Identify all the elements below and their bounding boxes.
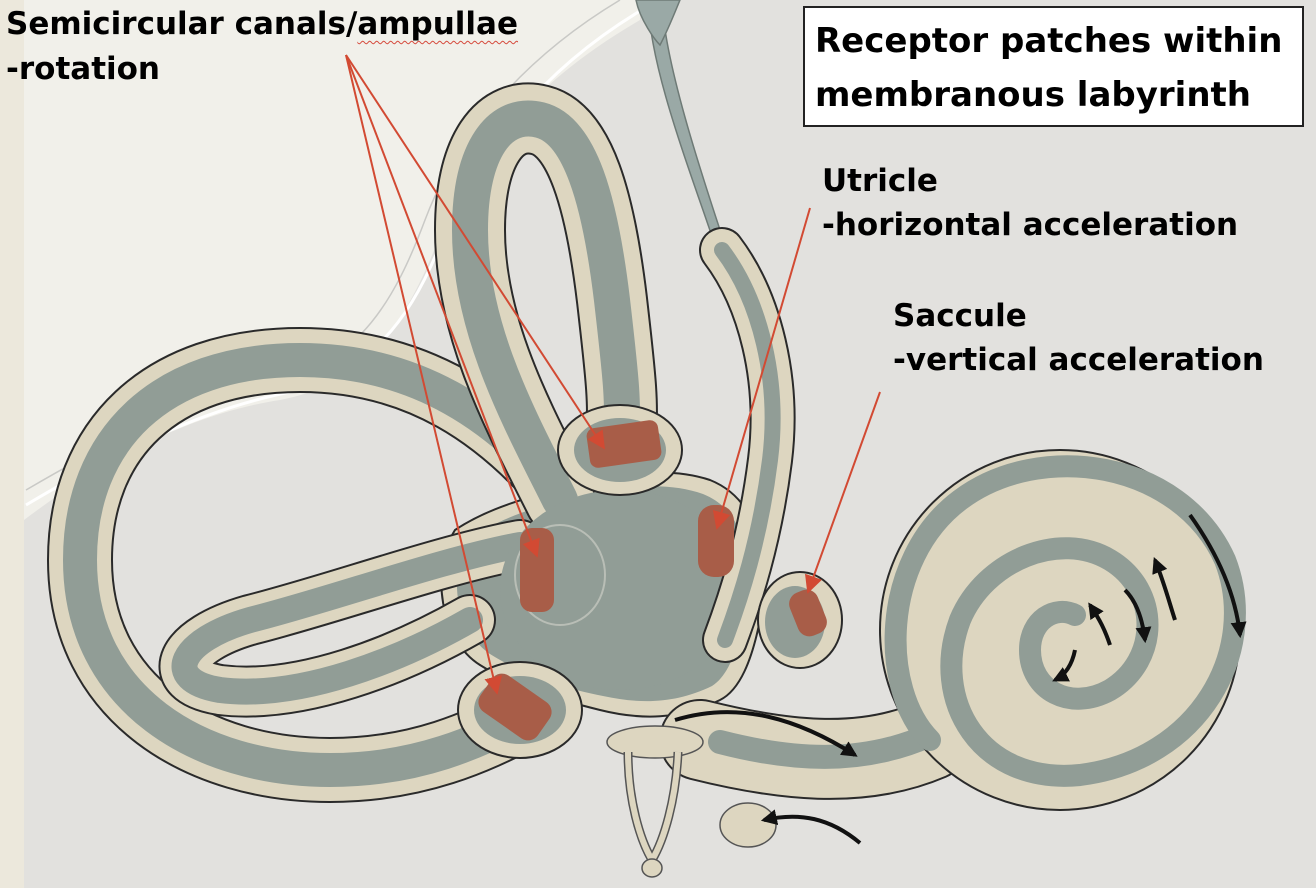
semicircular-label-text: Semicircular canals/ <box>6 6 358 42</box>
flow-arrow-apex <box>1052 649 1077 682</box>
anterior-crista-patch <box>586 420 662 468</box>
lateral-canal-duct <box>171 532 533 705</box>
stapes <box>606 725 704 878</box>
cochlear-duct-spiral <box>884 455 1246 787</box>
saccule-macula-patch <box>789 589 827 637</box>
endolymphatic-sac <box>635 0 681 47</box>
flow-arrow-mid-down <box>1123 588 1152 644</box>
utricle-label-line-1: Utricle <box>822 163 938 199</box>
lateral-crista-patch <box>520 528 554 612</box>
pointer-posterior-ampulla <box>345 54 503 695</box>
slide-edge <box>0 0 24 888</box>
semicircular-label-line-2: -rotation <box>6 51 161 87</box>
spellcheck-flagged-word: ampullae <box>357 6 519 42</box>
utricle-outline <box>514 524 606 626</box>
pointer-anterior-ampulla <box>345 54 605 450</box>
title-line-1: Receptor patches within <box>815 21 1283 61</box>
anterior-canal-duct <box>451 100 640 518</box>
title-line-2: membranous labyrinth <box>815 75 1251 115</box>
flow-arrows <box>674 513 1247 845</box>
title-box: Receptor patches within membranous labyr… <box>803 6 1304 127</box>
flow-arrow-round-window <box>760 809 862 845</box>
flow-arrow-oval-window <box>674 710 858 757</box>
flow-arrow-outer-down <box>1188 513 1247 639</box>
posterior-canal-duct <box>62 342 577 788</box>
round-window <box>719 802 777 848</box>
cochlear-base-duct <box>708 723 942 769</box>
utricle-label-line-2: -horizontal acceleration <box>822 207 1239 243</box>
flow-arrow-outer-up <box>1152 557 1177 621</box>
saccule-label-line-1: Saccule <box>893 298 1027 334</box>
utriculosaccular-duct-lumen <box>714 242 781 648</box>
utricle-macula-patch <box>698 505 734 577</box>
pointer-lateral-ampulla <box>345 54 540 558</box>
pointer-utricle <box>712 207 811 530</box>
saccule-label-line-2: -vertical acceleration <box>893 342 1264 378</box>
pointer-arrows <box>345 54 881 695</box>
semicircular-label-line-1: Semicircular canals/ampullae <box>6 2 518 47</box>
vestibule-core <box>500 490 740 690</box>
flow-arrow-mid-up <box>1088 602 1112 646</box>
pointer-saccule <box>805 391 881 594</box>
